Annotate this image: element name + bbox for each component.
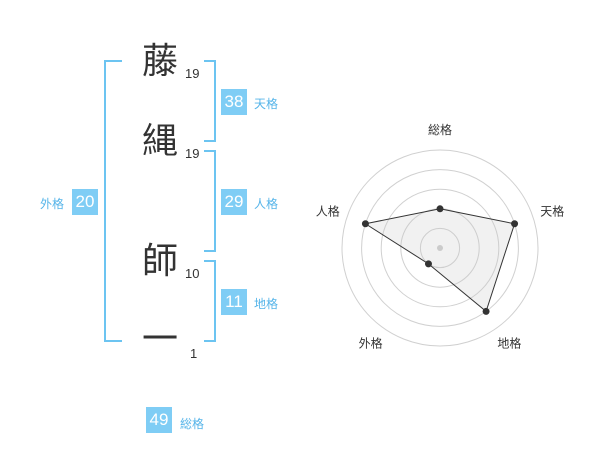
radar-ring-5	[341, 149, 539, 347]
soukaku-score: 49	[146, 407, 172, 433]
radar-point-1	[511, 220, 519, 228]
radar-polygon	[364, 208, 516, 313]
name-char-4: 一	[142, 319, 179, 360]
name-char-1: 藤	[142, 41, 179, 82]
radar-ring-3	[380, 188, 500, 308]
soukaku-label: 総格	[180, 417, 205, 431]
stroke-count-2: 19	[185, 146, 200, 161]
chikaku-bracket	[204, 260, 216, 342]
chikaku-label: 地格	[254, 297, 279, 311]
radar-point-4	[361, 220, 369, 228]
radar-axis-label-3: 外格	[359, 335, 383, 350]
gaikaku-score: 20	[72, 189, 98, 215]
radar-ring-1	[419, 227, 461, 269]
radar-axis-label-2: 地格	[497, 335, 521, 350]
radar-point-0	[436, 205, 444, 213]
stroke-count-1: 19	[185, 66, 200, 81]
jinkaku-label: 人格	[254, 197, 279, 211]
stroke-count-4: 1	[190, 346, 198, 361]
tenkaku-score: 38	[221, 89, 247, 115]
radar-shape	[364, 208, 516, 313]
radar-axis-label-4: 人格	[316, 204, 340, 219]
stroke-count-3: 10	[185, 266, 200, 281]
tenkaku-label: 天格	[254, 97, 279, 111]
radar-point-2	[482, 307, 490, 315]
name-char-3: 師	[142, 241, 179, 282]
jinkaku-score: 29	[221, 189, 247, 215]
radar-axis-label-0: 総格	[428, 122, 452, 137]
gaikaku-label: 外格	[40, 197, 65, 211]
chikaku-score: 11	[221, 289, 247, 315]
jinkaku-bracket	[204, 150, 216, 252]
radar-center	[437, 245, 443, 251]
name-char-2: 縄	[142, 121, 179, 162]
radar-point-3	[424, 260, 432, 268]
tenkaku-bracket	[204, 60, 216, 142]
radar-axis-label-1: 天格	[540, 204, 564, 219]
radar-points	[361, 205, 519, 315]
radar-ring-4	[361, 169, 519, 327]
gaikaku-bracket	[104, 60, 122, 342]
